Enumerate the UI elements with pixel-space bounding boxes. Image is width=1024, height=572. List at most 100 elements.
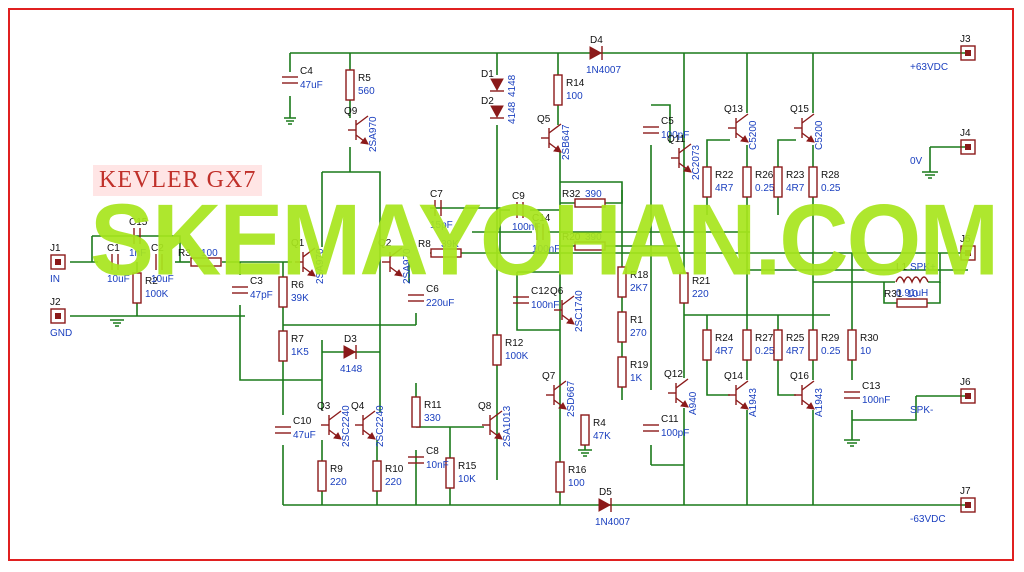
capacitor-c15: C15 1nF: [129, 217, 148, 259]
transistor-type: 2SA970: [402, 248, 413, 284]
transistor-type: A940: [688, 391, 699, 415]
resistor-value: 0.25: [755, 183, 775, 194]
transistor-type: A1943: [814, 388, 825, 417]
resistor-value: 4R7: [786, 346, 805, 357]
capacitor-ref: C6: [426, 284, 439, 295]
resistor-ref: R2: [145, 276, 158, 287]
capacitor-value: 1nF: [129, 248, 146, 259]
resistor-value: 0.25: [821, 183, 841, 194]
capacitor-value: 100pF: [661, 428, 689, 439]
capacitor-ref: C4: [300, 66, 313, 77]
capacitor-value: 100pF: [661, 130, 689, 141]
capacitor-c5: C5 100pF: [643, 116, 689, 141]
capacitor-ref: C12: [531, 286, 550, 297]
resistor-ref: R30: [860, 333, 879, 344]
transistor-type: 2C2073: [691, 145, 702, 180]
resistor-value: 4R7: [786, 183, 805, 194]
resistor-value: 220: [330, 477, 347, 488]
transistor-type: 2SA970: [368, 116, 379, 152]
resistor-value: 4R7: [715, 183, 734, 194]
resistor-ref: R14: [566, 78, 585, 89]
transistor-type: 2SB647: [561, 124, 572, 160]
resistor-value: 0.25: [821, 346, 841, 357]
resistor-value: 39K: [441, 239, 459, 250]
connector-ref: J3: [960, 34, 971, 45]
resistor-ref: R26: [755, 170, 774, 181]
capacitor-value: 47uF: [293, 430, 316, 441]
connector-j3: J3+63VDC: [910, 34, 976, 73]
connector-label: SPK-: [910, 405, 933, 416]
transistor-ref: Q12: [664, 369, 683, 380]
inductor-ref: L1: [896, 262, 908, 273]
resistor-ref: R22: [715, 170, 734, 181]
diode-ref: D3: [344, 334, 357, 345]
transistor-type: 2SA1013: [502, 405, 513, 447]
capacitor-ref: C1: [107, 243, 120, 254]
diode-value: 4148: [507, 74, 518, 97]
resistor-ref: R32: [562, 189, 581, 200]
ground-symbols: [110, 117, 938, 457]
capacitor-ref: C5: [661, 116, 674, 127]
connector-label: SPK+: [910, 262, 936, 273]
resistor-ref: R24: [715, 333, 734, 344]
transistor-type: 2SA970: [315, 248, 326, 284]
diode-value: 4148: [340, 364, 363, 375]
resistor-ref: R11: [424, 400, 442, 411]
connector-j7: J7-63VDC: [910, 486, 976, 525]
transistor-ref: Q15: [790, 104, 809, 115]
capacitor-ref: C10: [293, 416, 312, 427]
inductor-value: 0.91uH: [896, 288, 928, 299]
transistor-ref: Q13: [724, 104, 743, 115]
diode-value: 1N4007: [595, 517, 630, 528]
capacitor-ref: C13: [862, 381, 881, 392]
capacitor-value: 100nF: [512, 222, 540, 233]
inductor-l1: L1 0.91uH: [895, 262, 929, 299]
transistor-ref: Q11: [667, 134, 686, 145]
border-frame: [8, 8, 1014, 561]
capacitor-c10: C10 47uF: [275, 416, 316, 441]
transistor-ref: Q8: [478, 401, 492, 412]
resistor-ref: R6: [291, 280, 304, 291]
capacitor-ref: C2: [151, 243, 164, 254]
schematic-title: KEVLER GX7: [93, 165, 263, 196]
transistor-ref: Q7: [542, 371, 556, 382]
capacitor-ref: C15: [129, 217, 148, 228]
transistor-type: C5200: [814, 120, 825, 150]
connector-label: -63VDC: [910, 514, 946, 525]
resistor-value: 2K7: [630, 283, 648, 294]
resistor-ref: R16: [568, 465, 587, 476]
